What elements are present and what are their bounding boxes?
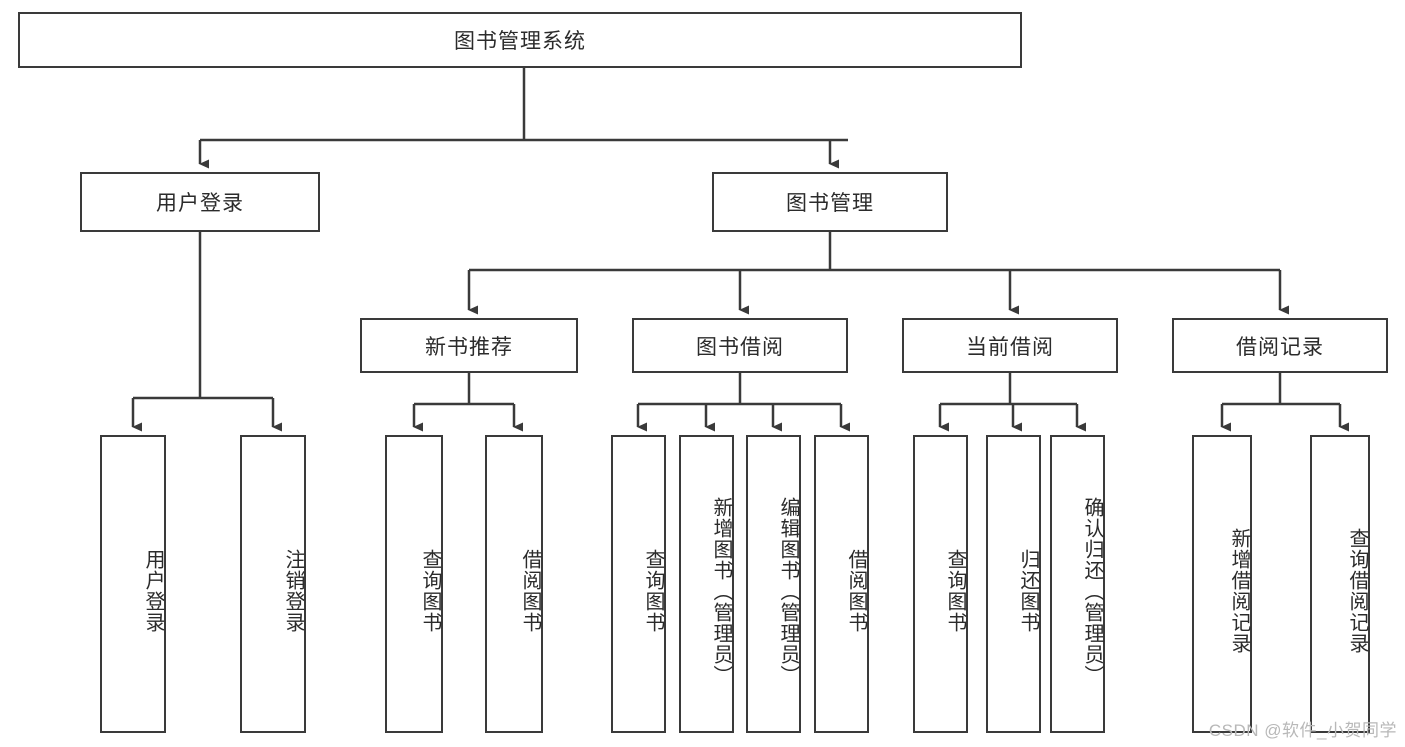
node-leaf-query-book-c[interactable]: 查询图书: [913, 435, 968, 733]
node-new-book-rec-label: 新书推荐: [425, 335, 513, 359]
node-book-manage[interactable]: 图书管理: [712, 172, 948, 232]
node-leaf-query-book-a-label: 查询图书: [419, 549, 441, 633]
node-leaf-add-record[interactable]: 新增借阅记录: [1192, 435, 1252, 733]
node-leaf-borrow-book-a[interactable]: 借阅图书: [485, 435, 543, 733]
node-user-login-label: 用户登录: [156, 192, 244, 215]
node-root-label: 图书管理系统: [454, 30, 586, 53]
watermark: CSDN @软件_小贺同学: [1208, 721, 1397, 740]
node-current-borrow[interactable]: 当前借阅: [902, 318, 1118, 373]
node-borrow-record[interactable]: 借阅记录: [1172, 318, 1388, 373]
node-leaf-confirm-return-label: 确认归还（管理员）: [1081, 496, 1103, 686]
node-user-login[interactable]: 用户登录: [80, 172, 320, 232]
node-leaf-user-login-label: 用户登录: [142, 549, 164, 633]
node-leaf-add-record-label: 新增借阅记录: [1228, 528, 1250, 654]
node-leaf-logout[interactable]: 注销登录: [240, 435, 306, 733]
node-leaf-query-book-b-label: 查询图书: [642, 549, 664, 633]
node-leaf-edit-book-label: 编辑图书（管理员）: [777, 496, 799, 686]
node-leaf-borrow-book-a-label: 借阅图书: [519, 549, 541, 633]
node-root[interactable]: 图书管理系统: [18, 12, 1022, 68]
node-leaf-query-book-c-label: 查询图书: [944, 549, 966, 633]
node-leaf-return-book-label: 归还图书: [1017, 549, 1039, 633]
node-borrow-record-label: 借阅记录: [1236, 335, 1324, 359]
node-leaf-borrow-book-b-label: 借阅图书: [845, 549, 867, 633]
node-leaf-add-book-label: 新增图书（管理员）: [710, 496, 732, 686]
node-leaf-add-book[interactable]: 新增图书（管理员）: [679, 435, 734, 733]
node-leaf-query-book-b[interactable]: 查询图书: [611, 435, 666, 733]
node-current-borrow-label: 当前借阅: [966, 335, 1054, 359]
node-book-borrow[interactable]: 图书借阅: [632, 318, 848, 373]
node-leaf-logout-label: 注销登录: [282, 549, 304, 633]
node-leaf-edit-book[interactable]: 编辑图书（管理员）: [746, 435, 801, 733]
node-leaf-query-book-a[interactable]: 查询图书: [385, 435, 443, 733]
node-book-borrow-label: 图书借阅: [696, 335, 784, 359]
node-leaf-query-record-label: 查询借阅记录: [1346, 528, 1368, 654]
node-leaf-borrow-book-b[interactable]: 借阅图书: [814, 435, 869, 733]
node-book-manage-label: 图书管理: [786, 192, 874, 215]
node-leaf-user-login[interactable]: 用户登录: [100, 435, 166, 733]
node-leaf-confirm-return[interactable]: 确认归还（管理员）: [1050, 435, 1105, 733]
node-leaf-return-book[interactable]: 归还图书: [986, 435, 1041, 733]
node-leaf-query-record[interactable]: 查询借阅记录: [1310, 435, 1370, 733]
node-new-book-rec[interactable]: 新书推荐: [360, 318, 578, 373]
